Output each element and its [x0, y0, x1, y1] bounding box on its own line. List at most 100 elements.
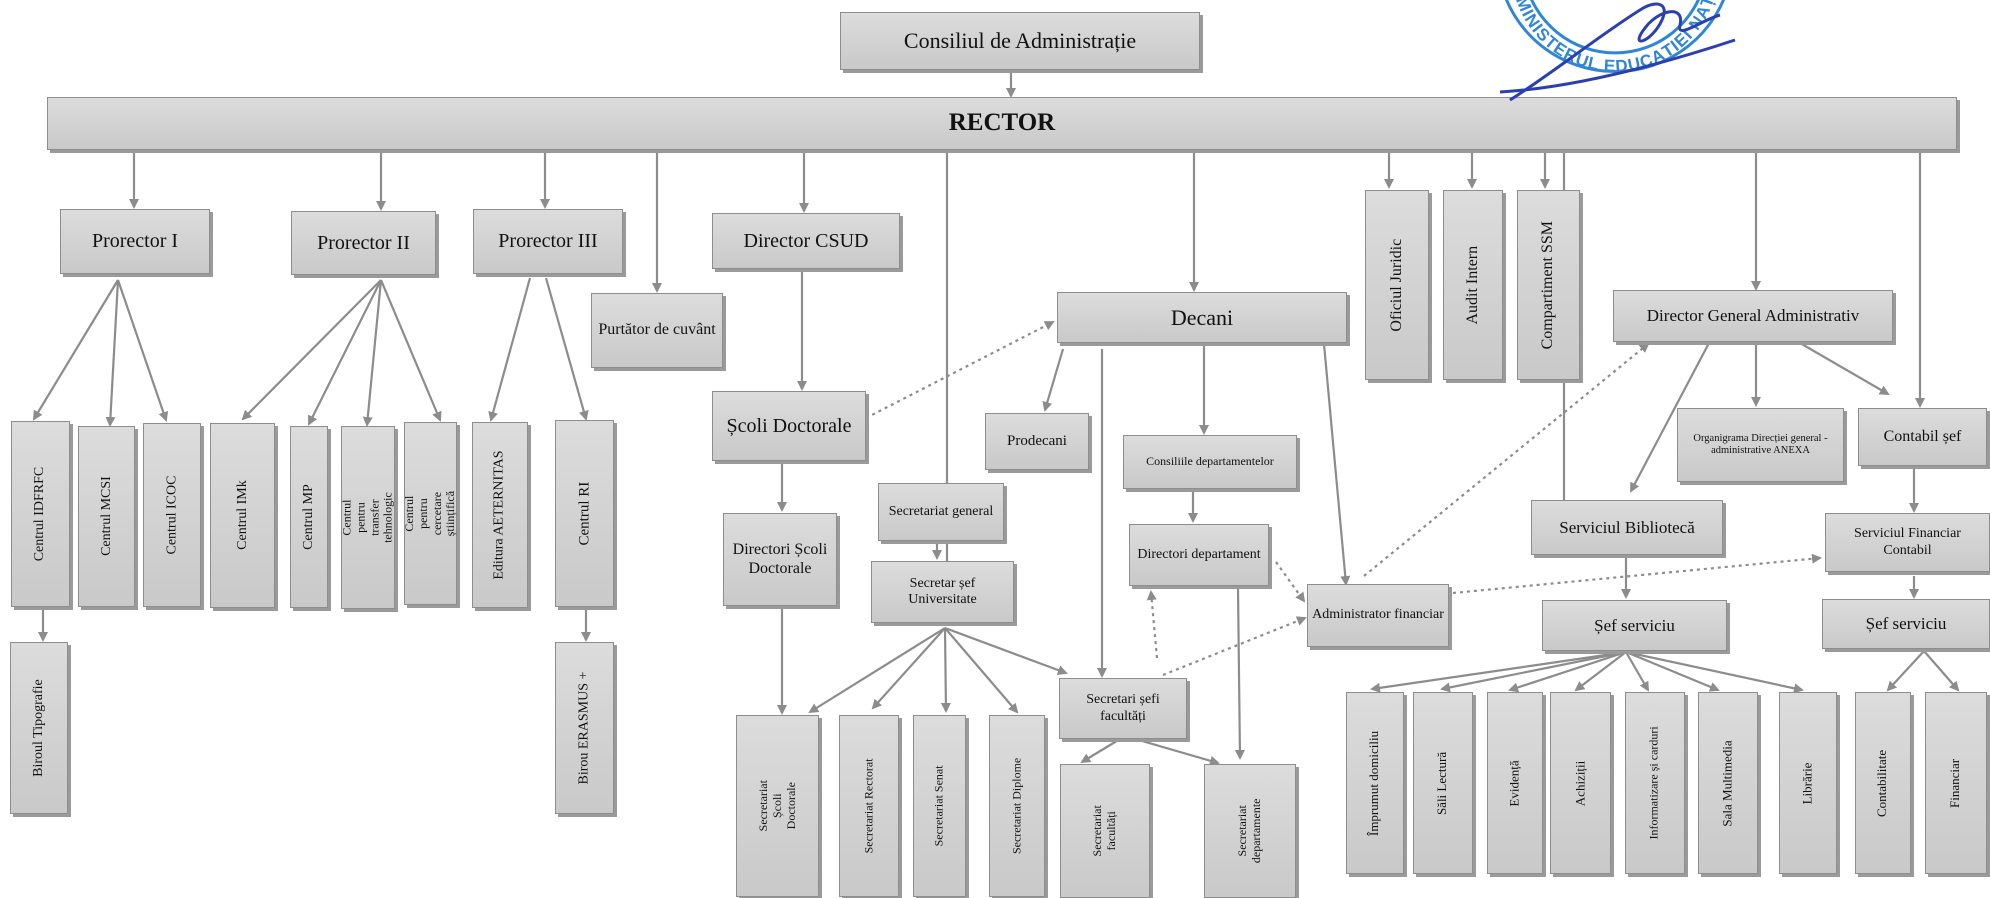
secretariat-general-box: Secretariat general	[878, 483, 1004, 541]
consiliile-box: Consiliile departamentelor	[1123, 435, 1297, 489]
prorector3-label: Prorector III	[498, 230, 598, 252]
centrul-cercetare-box: Centrul pentru cercetare științifică	[401, 422, 458, 605]
compartiment-ssm-box: Compartiment SSM	[1517, 190, 1580, 380]
spokesperson-box: Purtător de cuvânt	[591, 293, 723, 368]
prodecani-label: Prodecani	[1007, 432, 1067, 449]
decani-box: Decani	[1057, 292, 1347, 343]
director-csud-label: Director CSUD	[743, 229, 869, 252]
centrul-ri-label: Centrul RI	[575, 481, 592, 546]
sec-departamente-box: Secretariat departamente	[1204, 764, 1296, 898]
directori-scoli-box: Directori Școli Doctorale	[723, 513, 837, 606]
audit-intern-label: Audit Intern	[1463, 245, 1481, 325]
sec-scoli-box: Secretariat Școli Doctorale	[736, 715, 819, 897]
imprumut-label: Împrumut domiciliu	[1366, 730, 1382, 836]
sec-rectorat-box: Secretariat Rectorat	[839, 715, 899, 897]
informatizare-box: Informatizare și carduri	[1625, 692, 1685, 874]
sef-serviciu-bib-label: Șef serviciu	[1594, 615, 1675, 635]
prorector3-box: Prorector III	[473, 209, 623, 274]
sali-lectura-box: Săli Lectură	[1413, 692, 1473, 874]
prorector1-box: Prorector I	[60, 209, 210, 274]
centrul-idfrfc-box: Centrul IDFRFC	[11, 421, 70, 607]
prorector2-box: Prorector II	[291, 211, 436, 275]
centrul-transfer-box: Centrul pentru transfer tehnologic	[339, 426, 395, 609]
centrul-icoc-box: Centrul ICOC	[143, 423, 201, 607]
consiliile-label: Consiliile departamentelor	[1146, 454, 1274, 469]
sala-multimedia-label: Sala Multimedia	[1719, 739, 1735, 827]
editura-box: Editura AETERNITAS	[472, 422, 528, 608]
directori-dep-box: Directori departament	[1129, 524, 1269, 586]
centrul-mp-box: Centrul MP	[290, 426, 328, 608]
contabil-sef-box: Contabil șef	[1858, 408, 1987, 466]
admin-financiar-label: Administrator financiar	[1312, 607, 1444, 623]
financiar-box: Financiar	[1925, 692, 1987, 874]
board-box: Consiliul de Administrație	[840, 12, 1200, 70]
serviciul-financiar-box: Serviciul Financiar Contabil	[1825, 513, 1990, 572]
audit-intern-box: Audit Intern	[1443, 190, 1503, 380]
serviciul-biblioteca-box: Serviciul Bibliotecă	[1531, 500, 1723, 555]
centrul-imk-box: Centrul IMk	[210, 423, 275, 608]
oficiul-juridic-box: Oficiul Juridic	[1365, 190, 1429, 380]
sec-scoli-label: Secretariat Școli Doctorale	[755, 780, 798, 832]
centrul-transfer-label: Centrul pentru transfer tehnologic	[339, 492, 395, 543]
prorector2-label: Prorector II	[317, 231, 410, 254]
sef-serviciu-fin-box: Șef serviciu	[1822, 599, 1990, 649]
sali-lectura-label: Săli Lectură	[1434, 751, 1450, 815]
sef-serviciu-fin-label: Șef serviciu	[1865, 614, 1947, 634]
contabilitate-label: Contabilitate	[1874, 749, 1890, 817]
organigrama-box: Organigrama Direcției general - administ…	[1677, 408, 1844, 482]
centrul-icoc-label: Centrul ICOC	[163, 475, 179, 555]
sec-facultati-box: Secretariat facultăți	[1060, 764, 1150, 898]
centrul-imk-label: Centrul IMk	[234, 480, 250, 551]
secretar-sef-box: Secretar șef Universitate	[871, 561, 1014, 623]
achizitii-box: Achiziții	[1550, 692, 1611, 874]
birou-tipografie-label: Biroul Tipografie	[30, 679, 46, 777]
prorector1-label: Prorector I	[91, 230, 179, 252]
sec-senat-label: Secretariat Senat	[931, 765, 946, 847]
dga-box: Director General Administrativ	[1613, 290, 1893, 342]
serviciul-biblioteca-label: Serviciul Bibliotecă	[1559, 517, 1695, 537]
librarie-box: Librărie	[1779, 692, 1837, 874]
contabil-sef-label: Contabil șef	[1883, 427, 1962, 445]
directori-dep-label: Directori departament	[1137, 546, 1261, 562]
scoli-doctorale-label: Școli Doctorale	[726, 414, 852, 437]
scoli-doctorale-box: Școli Doctorale	[712, 391, 866, 461]
organigrama-label: Organigrama Direcției general - administ…	[1693, 432, 1828, 456]
centrul-idfrfc-label: Centrul IDFRFC	[32, 466, 48, 562]
centrul-mp-label: Centrul MP	[300, 484, 316, 550]
birou-erasmus-label: Birou ERASMUS +	[576, 671, 592, 785]
rector-label: RECTOR	[948, 109, 1056, 137]
compartiment-ssm-label: Compartiment SSM	[1539, 220, 1557, 350]
secretar-sef-label: Secretar șef Universitate	[908, 575, 977, 607]
centrul-cercetare-label: Centrul pentru cercetare științifică	[401, 490, 458, 537]
sec-departamente-label: Secretariat departamente	[1235, 798, 1263, 864]
board-label: Consiliul de Administrație	[903, 28, 1137, 54]
directori-scoli-label: Directori Școli Doctorale	[732, 541, 828, 577]
birou-tipografie-box: Biroul Tipografie	[10, 642, 68, 814]
director-csud-box: Director CSUD	[712, 213, 900, 269]
centrul-mcsi-label: Centrul MCSI	[98, 476, 114, 557]
secretari-sefi-label: Secretari șefi facultăți	[1086, 692, 1160, 724]
evidenta-label: Evidență	[1506, 759, 1522, 807]
imprumut-box: Împrumut domiciliu	[1346, 692, 1404, 874]
contabilitate-box: Contabilitate	[1855, 692, 1911, 874]
decani-label: Decani	[1170, 304, 1234, 330]
centrul-mcsi-box: Centrul MCSI	[78, 426, 135, 607]
sec-rectorat-label: Secretariat Rectorat	[861, 758, 876, 854]
prodecani-box: Prodecani	[985, 413, 1089, 470]
achizitii-label: Achiziții	[1572, 760, 1588, 806]
centrul-ri-box: Centrul RI	[555, 420, 614, 607]
official-stamp: MINISTERUL EDUCAȚIEI NAȚIONALE	[1480, 0, 1736, 102]
financiar-label: Financiar	[1947, 758, 1963, 808]
informatizare-label: Informatizare și carduri	[1647, 726, 1662, 840]
sec-diplome-box: Secretariat Diplome	[989, 715, 1045, 897]
admin-financiar-box: Administrator financiar	[1307, 584, 1449, 647]
secretariat-general-label: Secretariat general	[888, 503, 994, 519]
secretari-sefi-box: Secretari șefi facultăți	[1059, 678, 1187, 739]
evidenta-box: Evidență	[1487, 692, 1543, 874]
sef-serviciu-bib-box: Șef serviciu	[1542, 600, 1727, 651]
oficiul-juridic-label: Oficiul Juridic	[1387, 238, 1405, 332]
spokesperson-label: Purtător de cuvânt	[598, 321, 716, 339]
sala-multimedia-box: Sala Multimedia	[1698, 692, 1758, 874]
sec-facultati-label: Secretariat facultăți	[1090, 805, 1118, 857]
rector-box: RECTOR	[47, 97, 1957, 150]
